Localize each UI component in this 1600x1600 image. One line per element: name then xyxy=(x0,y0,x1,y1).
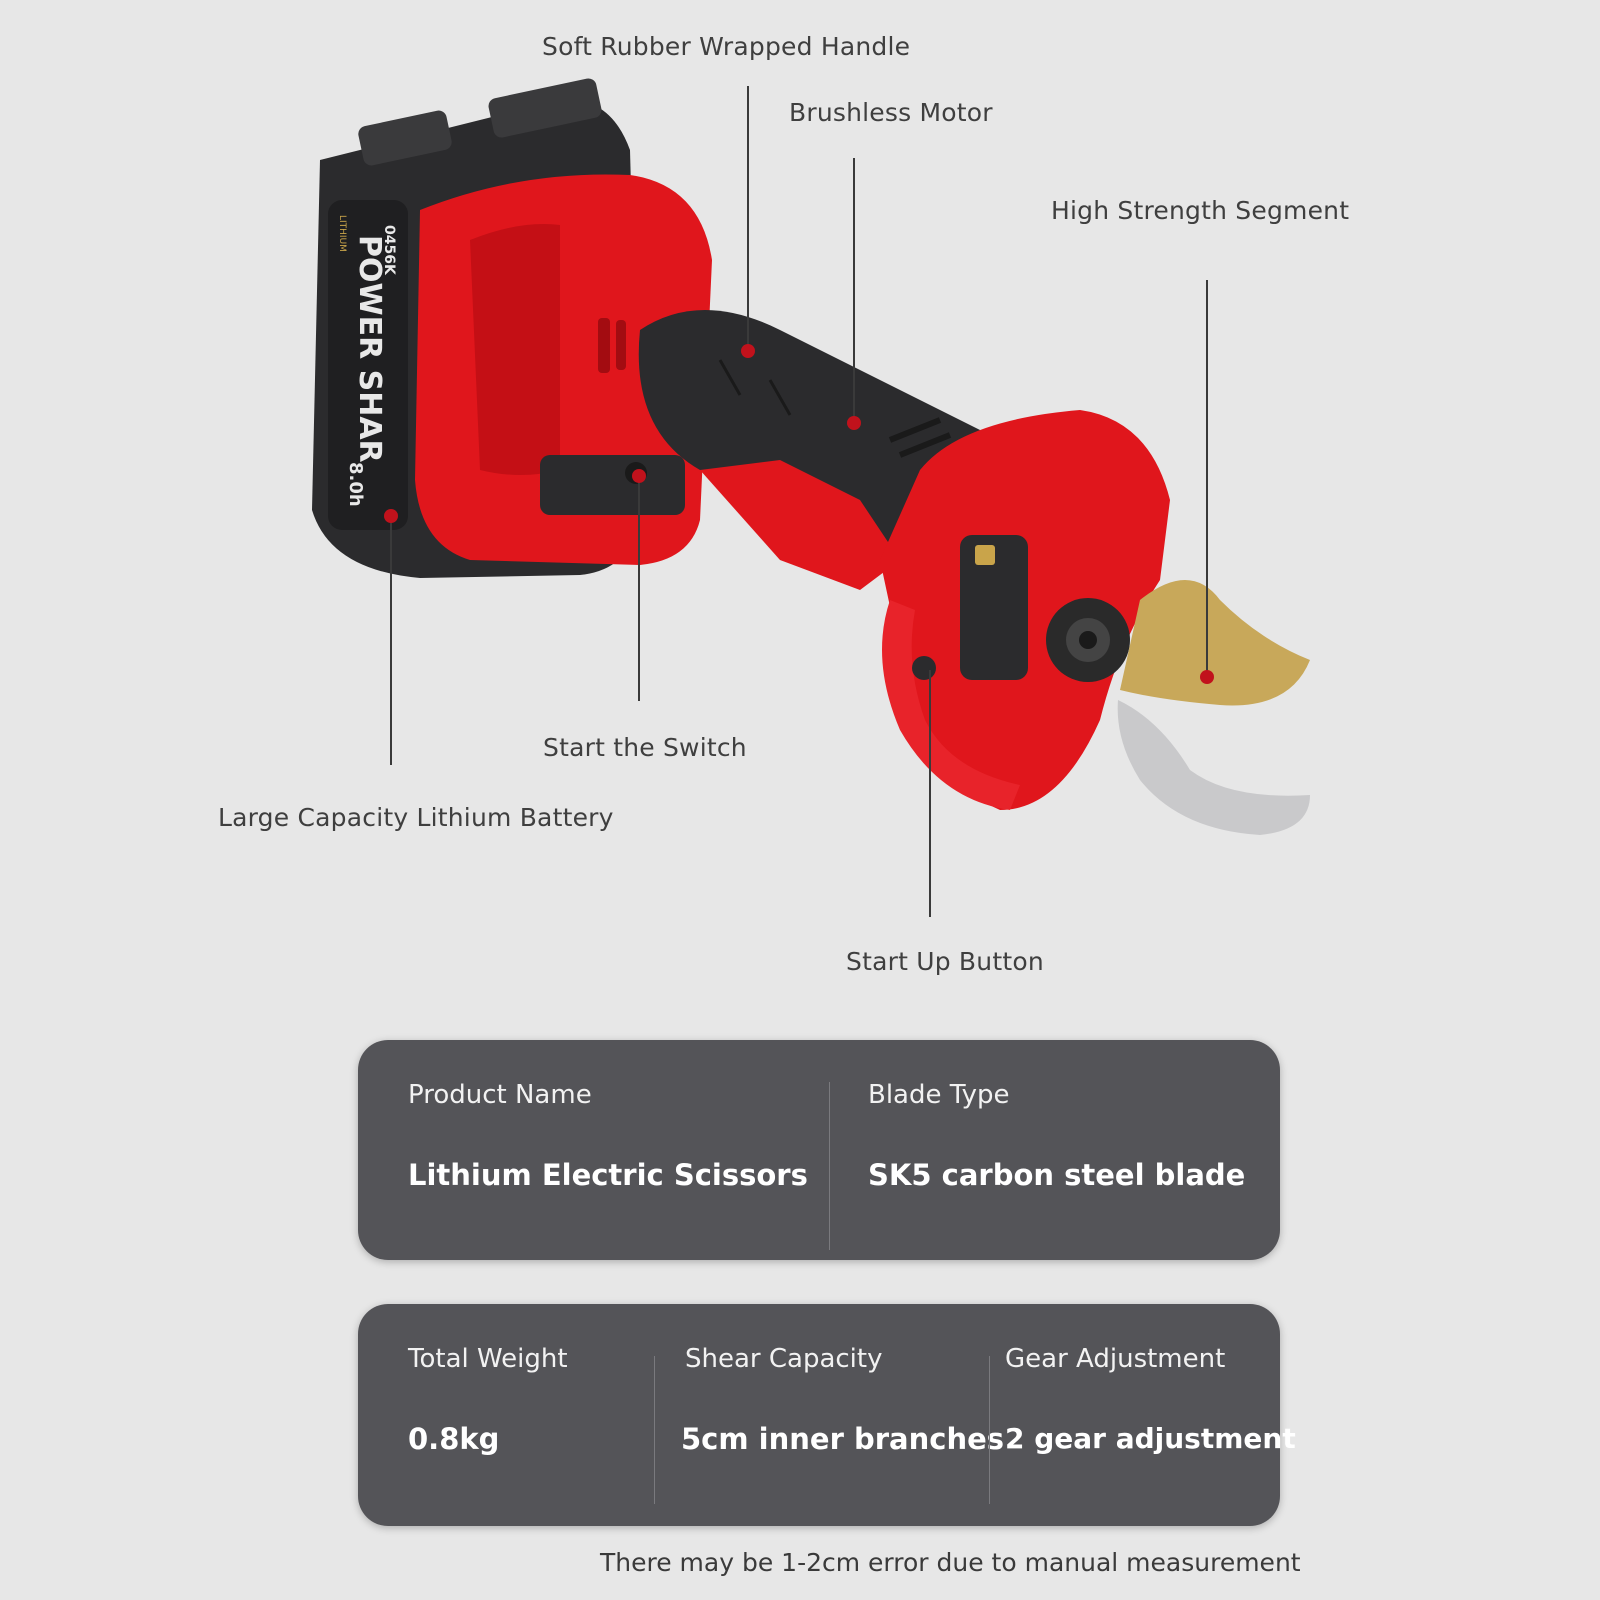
spec-card-bottom: Total Weight 0.8kg Shear Capacity 5cm in… xyxy=(358,1304,1296,1526)
handle-callout: Soft Rubber Wrapped Handle xyxy=(542,32,911,61)
spec-blade-type: Blade Type SK5 carbon steel blade xyxy=(830,1040,1280,1260)
battery-marker-dot xyxy=(384,509,398,523)
electric-pruning-shears-illustration: POWER SHAR 0456K LITHIUM 8.0h xyxy=(312,78,1310,835)
motor-housing xyxy=(415,174,712,565)
spec-value: 0.8kg xyxy=(408,1422,500,1456)
switch-marker-dot xyxy=(632,469,646,483)
handle-leader-line xyxy=(747,86,749,350)
battery-leader-line xyxy=(390,515,392,765)
spec-total-weight: Total Weight 0.8kg xyxy=(358,1304,654,1526)
spec-label: Total Weight xyxy=(408,1344,568,1374)
handle-marker-dot xyxy=(741,344,755,358)
spec-value: 5cm inner branches xyxy=(681,1422,1005,1456)
battery-model-text: 0456K xyxy=(381,225,397,276)
spec-divider xyxy=(989,1356,990,1504)
measurement-footnote: There may be 1-2cm error due to manual m… xyxy=(600,1548,1301,1577)
battery-brand-text: POWER SHAR xyxy=(352,235,387,463)
rubber-handle xyxy=(638,310,980,590)
segment-leader-line xyxy=(1206,280,1208,676)
spec-shear-capacity: Shear Capacity 5cm inner branches xyxy=(655,1304,1004,1526)
spec-value: SK5 carbon steel blade xyxy=(868,1158,1246,1192)
switch-callout: Start the Switch xyxy=(543,733,747,762)
spec-divider xyxy=(654,1356,655,1504)
segment-marker-dot xyxy=(1200,670,1214,684)
button-callout: Start Up Button xyxy=(846,947,1044,976)
motor-leader-line xyxy=(853,158,855,422)
battery-callout: Large Capacity Lithium Battery xyxy=(218,803,614,832)
spec-gear-adjustment: Gear Adjustment 2 gear adjustment xyxy=(990,1304,1296,1526)
spec-value: 2 gear adjustment xyxy=(1005,1422,1296,1455)
spec-label: Blade Type xyxy=(868,1080,1010,1110)
button-leader-line xyxy=(929,670,931,917)
segment-callout: High Strength Segment xyxy=(1051,196,1350,225)
spec-card-top: Product Name Lithium Electric Scissors B… xyxy=(358,1040,1280,1260)
spec-product-name: Product Name Lithium Electric Scissors xyxy=(358,1040,828,1260)
battery-capacity-text: 8.0h xyxy=(345,462,366,507)
cutting-head xyxy=(880,410,1170,810)
spec-label: Gear Adjustment xyxy=(1005,1344,1226,1374)
spec-divider xyxy=(829,1082,830,1250)
motor-callout: Brushless Motor xyxy=(789,98,993,127)
blades xyxy=(1117,580,1310,835)
switch-leader-line xyxy=(638,475,640,701)
spec-value: Lithium Electric Scissors xyxy=(408,1158,808,1192)
motor-marker-dot xyxy=(847,416,861,430)
spec-label: Product Name xyxy=(408,1080,592,1110)
battery-type-text: LITHIUM xyxy=(337,215,347,252)
spec-label: Shear Capacity xyxy=(685,1344,883,1374)
